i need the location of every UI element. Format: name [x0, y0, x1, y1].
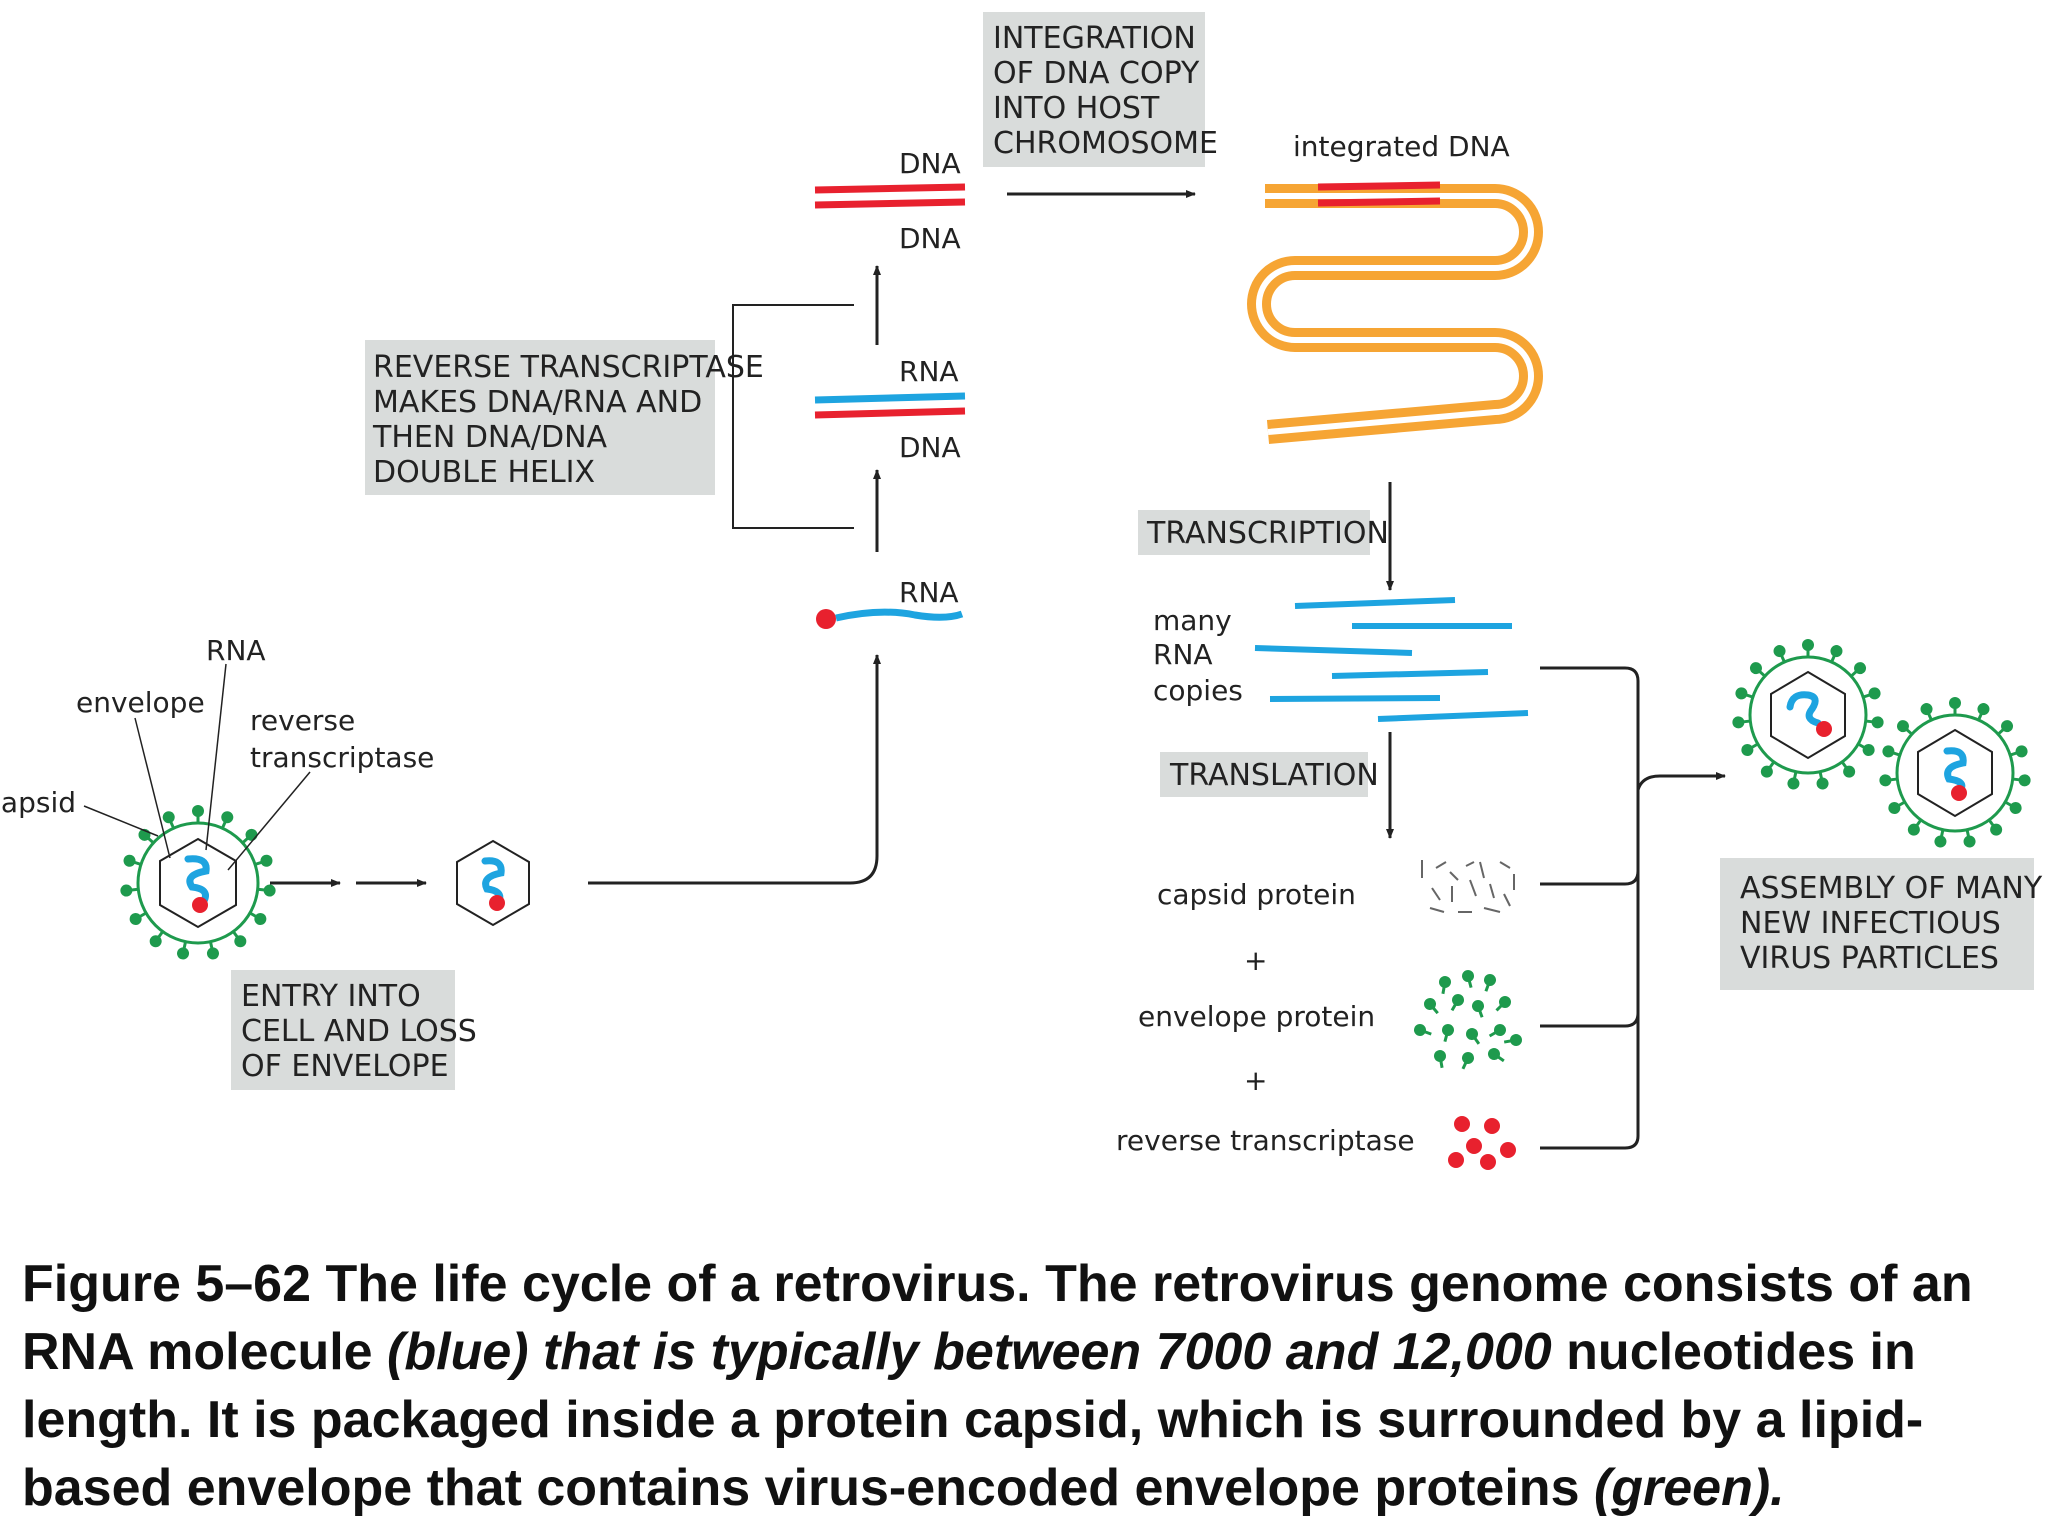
caption-part-4: (green). — [1593, 1459, 1785, 1517]
virus-rt-line-1: reverse — [250, 704, 355, 737]
plus-1: + — [1244, 944, 1267, 977]
transcription-box: TRANSCRIPTION — [1138, 510, 1389, 555]
assembly-bracket — [1540, 666, 1726, 1150]
dna-dna-duplex — [814, 183, 966, 209]
new-virus-particle-2 — [1877, 695, 2033, 851]
dna-mid-label: DNA — [899, 222, 961, 255]
rt-product-label: reverse transcriptase — [1116, 1124, 1415, 1157]
caption-part-1: Figure 5–62 The life cycle of a retrovir… — [22, 1255, 1973, 1381]
assembly-line-1: ASSEMBLY OF MANY — [1740, 871, 2043, 906]
plus-2: + — [1244, 1064, 1267, 1097]
single-rna-with-rt — [816, 608, 964, 629]
translation-box: TRANSLATION — [1160, 752, 1379, 797]
reverse-transcriptase-box: REVERSE TRANSCRIPTASE MAKES DNA/RNA AND … — [365, 340, 764, 495]
rna-single-label: RNA — [899, 576, 959, 609]
entry-line-1: ENTRY INTO — [241, 979, 421, 1014]
many-rna-line-3: copies — [1153, 674, 1243, 707]
assembly-line-3: VIRUS PARTICLES — [1740, 941, 1999, 976]
envelope-protein-cluster — [1410, 967, 1525, 1073]
infecting-virus — [118, 803, 278, 963]
entry-box: ENTRY INTO CELL AND LOSS OF ENVELOPE — [231, 970, 477, 1090]
dna-hybrid-label: DNA — [899, 431, 961, 464]
rt-box-line-4: DOUBLE HELIX — [373, 455, 595, 490]
rna-hybrid-label: RNA — [899, 355, 959, 388]
vertical-arrows — [588, 265, 881, 885]
reverse-transcriptase-dots — [1448, 1116, 1516, 1170]
entry-line-2: CELL AND LOSS — [241, 1014, 477, 1049]
capsid-label: capsid — [0, 786, 76, 819]
rt-box-line-3: THEN DNA/DNA — [372, 420, 608, 455]
assembly-box: ASSEMBLY OF MANY NEW INFECTIOUS VIRUS PA… — [1720, 858, 2043, 990]
virus-rna-label: RNA — [206, 634, 266, 667]
host-chromosome — [1247, 181, 1543, 444]
rna-copies — [1254, 597, 1529, 722]
integration-line-3: INTO HOST — [993, 91, 1160, 126]
integrated-dna-label: integrated DNA — [1293, 130, 1510, 163]
integration-line-4: CHROMOSOME — [993, 126, 1218, 161]
rt-bracket — [732, 304, 854, 529]
rna-dna-hybrid — [814, 392, 966, 419]
capsid-protein-fragments — [1421, 860, 1515, 913]
virus-label-leaders — [83, 663, 311, 871]
envelope-protein-label: envelope protein — [1138, 1000, 1375, 1033]
assembly-line-2: NEW INFECTIOUS — [1740, 906, 2001, 941]
new-virus-particle-1 — [1730, 637, 1886, 793]
capsid-protein-label: capsid protein — [1157, 878, 1356, 911]
rt-box-line-1: REVERSE TRANSCRIPTASE — [373, 350, 764, 385]
transcription-label: TRANSCRIPTION — [1146, 516, 1389, 551]
translation-label: TRANSLATION — [1169, 758, 1379, 793]
virus-rt-line-2: transcriptase — [250, 741, 434, 774]
dna-top-label: DNA — [899, 147, 961, 180]
integration-line-1: INTEGRATION — [993, 21, 1196, 56]
many-rna-line-1: many — [1153, 604, 1232, 637]
integration-box: INTEGRATION OF DNA COPY INTO HOST CHROMO… — [983, 12, 1218, 167]
caption-part-2: (blue) that is typically between 7000 an… — [387, 1323, 1552, 1381]
rt-box-line-2: MAKES DNA/RNA AND — [373, 385, 702, 420]
integration-line-2: OF DNA COPY — [993, 56, 1200, 91]
figure-caption: Figure 5–62 The life cycle of a retrovir… — [22, 1250, 2022, 1522]
entry-line-3: OF ENVELOPE — [241, 1049, 449, 1084]
caption-part-3: nucleotides in length. It is packaged in… — [22, 1323, 1924, 1517]
envelope-label: envelope — [76, 686, 205, 719]
uncoated-capsid — [456, 839, 530, 927]
many-rna-line-2: RNA — [1153, 638, 1213, 671]
